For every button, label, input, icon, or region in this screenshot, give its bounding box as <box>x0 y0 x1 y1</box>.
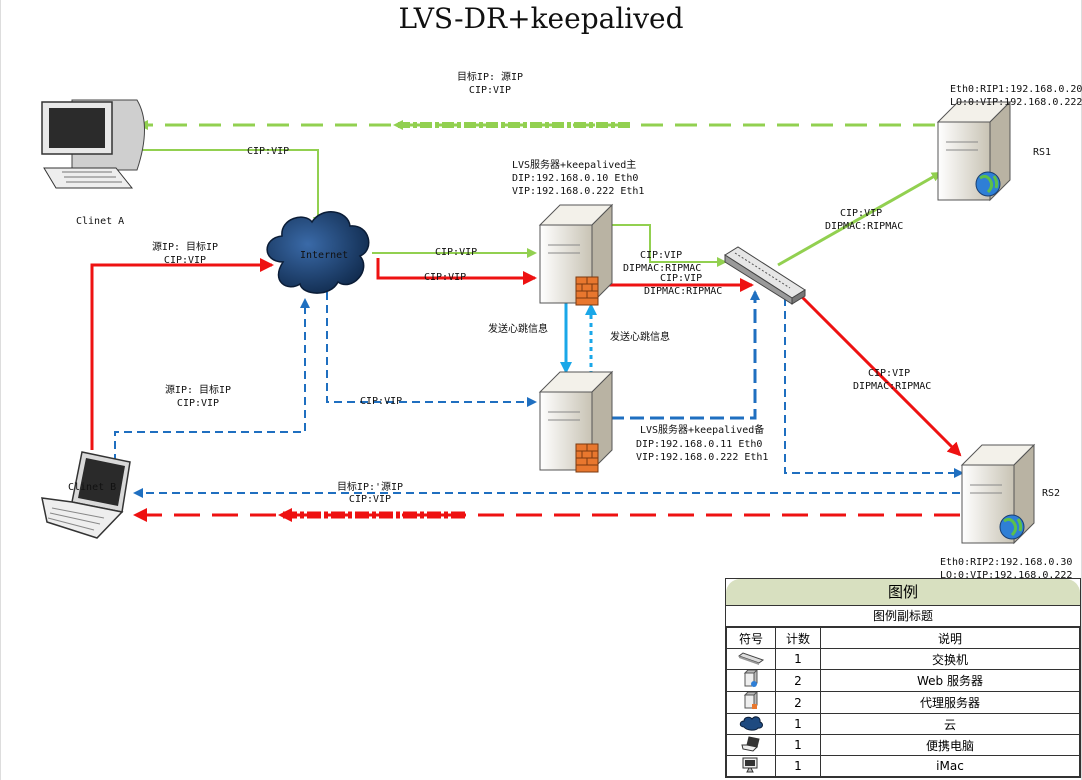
switch-to-rs2-blue-line <box>784 298 964 478</box>
legend-row: 2 代理服务器 <box>726 690 1080 714</box>
client-a-to-internet-line <box>140 149 323 227</box>
top-return-label-1: 目标IP: 源IP <box>456 72 524 83</box>
internet-to-lvs-red-line <box>376 258 537 285</box>
rs1-info-2: LO:0:VIP:192.168.0.222 <box>950 97 1082 108</box>
rs1-info-1: Eth0:RIP1:192.168.0.20 <box>950 84 1082 95</box>
internet-to-backup-blue-line <box>326 292 537 407</box>
diagram-title: LVS-DR+keepalived <box>398 2 684 35</box>
web-server-icon <box>726 668 776 692</box>
rs2-info-1: Eth0:RIP2:192.168.0.30 <box>940 557 1073 568</box>
laptop-icon <box>726 734 776 756</box>
legend-row: 1 iMac <box>726 755 1080 777</box>
imac-icon <box>726 755 776 777</box>
lvs-backup-vip: VIP:192.168.0.222 Eth1 <box>636 452 769 463</box>
client-a-computer-icon <box>41 99 145 189</box>
lvs-main-vip: VIP:192.168.0.222 Eth1 <box>512 186 645 197</box>
legend-row: 1 交换机 <box>726 648 1080 670</box>
rs1-name: RS1 <box>1033 147 1052 158</box>
top-return-label-2: CIP:VIP <box>468 85 512 96</box>
legend-col-desc: 说明 <box>820 627 1080 649</box>
legend-row: 2 Web 服务器 <box>726 668 1080 692</box>
internet-cloud-icon <box>266 211 370 294</box>
client-b-laptop-icon <box>41 451 131 539</box>
internet-lvs-green-label: CIP:VIP <box>435 247 478 258</box>
proxy-server-icon <box>726 690 776 714</box>
rs1-web-server-icon <box>936 100 1012 202</box>
lvs-backup-title: LVS服务器+keepalived备 <box>640 425 765 436</box>
legend: 图例 图例副标题 符号 计数 说明 1 交换机 2 Web 服务器 2 代理服务… <box>725 578 1081 778</box>
legend-row: 1 便携电脑 <box>726 734 1080 756</box>
legend-subtitle: 图例副标题 <box>726 606 1080 627</box>
legend-table: 符号 计数 说明 1 交换机 2 Web 服务器 2 代理服务器 1 云 1 便… <box>726 627 1080 777</box>
to-rs2-label-2: DIPMAC:RIPMAC <box>853 381 932 392</box>
cloud-icon <box>726 713 776 735</box>
client-b-req-label-1: 源IP: 目标IP <box>151 242 219 253</box>
switch-to-rs1-line <box>777 171 942 267</box>
lvs-main-server-icon <box>538 203 614 306</box>
to-rs2-label-1: CIP:VIP <box>868 368 911 379</box>
client-a-link-label: CIP:VIP <box>247 146 290 157</box>
rs2-name: RS2 <box>1042 488 1061 499</box>
client-b-name: Clinet B <box>68 482 117 493</box>
legend-col-symbol: 符号 <box>726 627 776 649</box>
lvs-main-dip: DIP:192.168.0.10 Eth0 <box>512 173 639 184</box>
switch-to-rs2-line <box>793 288 962 457</box>
heartbeat-label-2: 发送心跳信息 <box>610 332 670 343</box>
client-b-blue-label-1: 源IP: 目标IP <box>164 385 232 396</box>
lvs-to-switch-green-line <box>612 224 727 267</box>
switch-icon <box>726 648 776 670</box>
bottom-return-label-2: CIP:VIP <box>348 494 392 505</box>
internet-name: Internet <box>300 250 349 261</box>
bottom-return-label-1: 目标IP:'源IP <box>336 482 404 493</box>
lvs-main-title: LVS服务器+keepalived主 <box>512 160 637 171</box>
switch-icon <box>724 246 806 305</box>
rs2-info-2: LO:0:VIP:192.168.0.222 <box>940 570 1073 581</box>
switch-red-label-2: DIPMAC:RIPMAC <box>644 286 723 297</box>
switch-green-label-1: CIP:VIP <box>640 250 683 261</box>
lvs-backup-server-icon <box>538 370 614 473</box>
legend-row: 1 云 <box>726 713 1080 735</box>
client-b-blue-label-2: CIP:VIP <box>176 398 220 409</box>
to-rs1-label-2: DIPMAC:RIPMAC <box>825 221 904 232</box>
lvs-backup-dip: DIP:192.168.0.11 Eth0 <box>636 439 763 450</box>
legend-title: 图例 <box>726 579 1080 606</box>
client-b-req-label-2: CIP:VIP <box>163 255 207 266</box>
switch-green-label-2: DIPMAC:RIPMAC <box>623 263 702 274</box>
client-b-to-internet-red-line <box>90 258 274 450</box>
internet-lvs-red-label: CIP:VIP <box>424 272 467 283</box>
switch-red-label-1: CIP:VIP <box>660 273 703 284</box>
blue-to-backup-label: CIP:VIP <box>360 396 403 407</box>
heartbeat-label-1: 发送心跳信息 <box>488 324 548 335</box>
client-b-to-internet-blue-line <box>114 298 310 462</box>
to-rs1-label-1: CIP:VIP <box>840 208 883 219</box>
backup-to-switch-blue-line <box>610 290 760 420</box>
rs2-web-server-icon <box>960 443 1036 545</box>
legend-col-count: 计数 <box>775 627 821 649</box>
client-a-name: Clinet A <box>76 216 125 227</box>
